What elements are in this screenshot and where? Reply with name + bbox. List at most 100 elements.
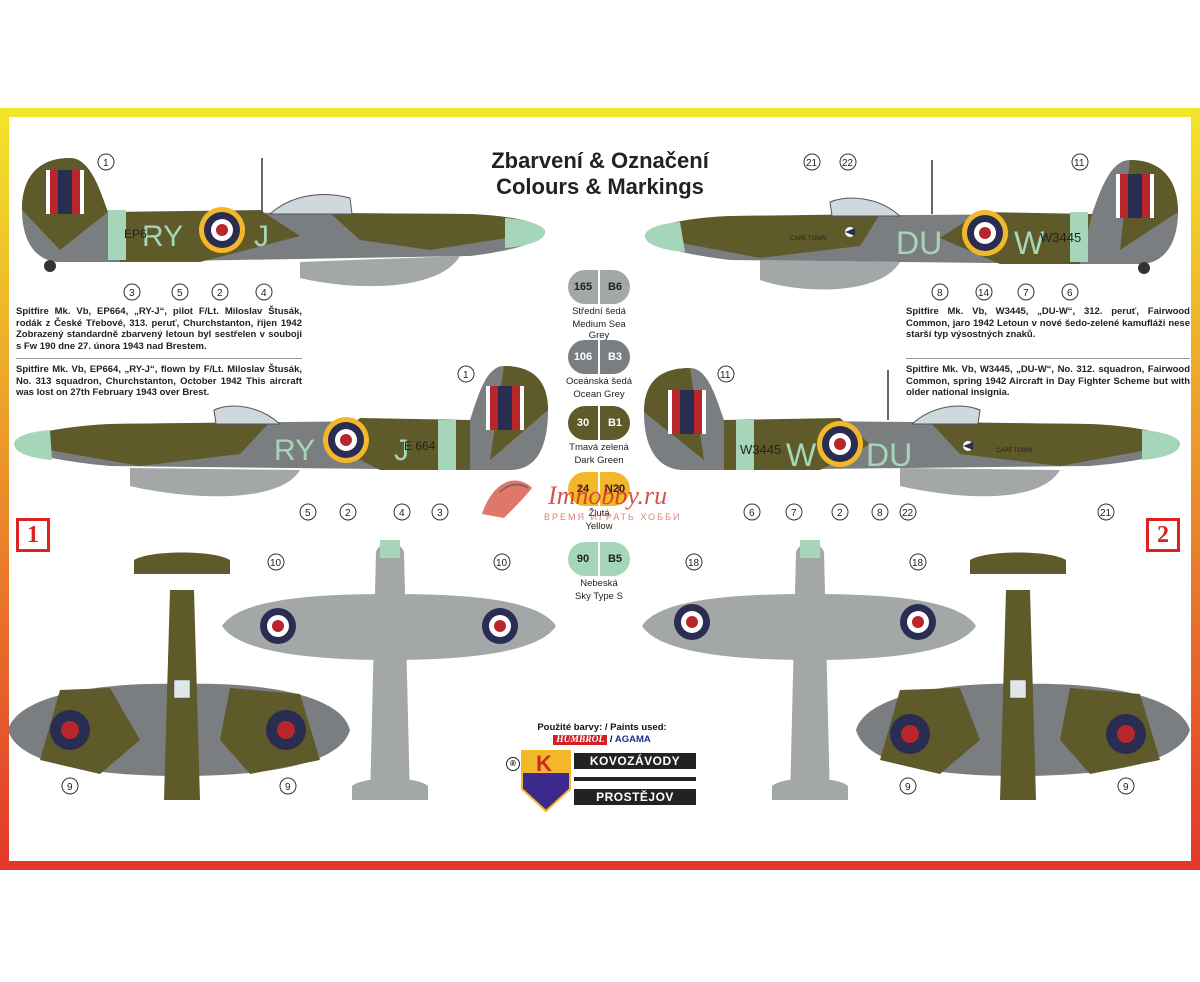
swatch-code-humbrol: 30 [568,406,600,440]
svg-text:5: 5 [305,508,311,519]
swatch-name-english: Medium Sea Grey [572,319,626,341]
svg-text:4: 4 [399,508,405,519]
svg-text:3: 3 [129,288,135,299]
profile-ry-j-starboard: RY J E 664 [14,366,548,497]
swatch-code-humbrol: 90 [568,542,600,576]
kovozavody-text: KOVOZÁVODY [574,753,696,769]
swatch-name-english: Dark Green [574,455,624,466]
svg-text:8: 8 [937,288,943,299]
svg-text:9: 9 [1123,782,1129,793]
serial-mid-right: W3445 [740,442,781,457]
planform-under-right [642,540,976,800]
swatch-code-agama: B1 [607,417,623,429]
divider-right [906,358,1190,359]
imhobby-logo-icon: Imhobby.ru ВРЕМЯ ИГРАТЬ ХОББИ [482,480,681,522]
swatch-name-czech: Nebeská [580,578,618,589]
svg-text:22: 22 [902,508,914,519]
svg-text:10: 10 [270,558,282,569]
svg-text:2: 2 [217,288,223,299]
nose-art-top: CAPE TOWN [790,236,826,242]
code-ry-mid: RY [274,434,315,467]
serial-mid: E 664 [404,439,436,453]
paints-used-label: Použité barvy: / Paints used: [537,722,667,733]
callout-row-mid-left: 1 5 2 4 3 [299,365,475,521]
swatch-name-czech: Tmavá zelená [569,442,629,453]
swatch-code-agama: B6 [607,281,623,293]
watermark-tagline: ВРЕМЯ ИГРАТЬ ХОББИ [544,512,681,522]
code-j-top: J [254,220,269,253]
svg-text:14: 14 [978,288,990,299]
watermark-logo: Imhobby.ru [547,481,667,510]
agama-logo: AGAMA [614,734,651,745]
svg-text:7: 7 [1023,288,1029,299]
serial-top: EP6 [124,227,147,241]
title-english: Colours & Markings [496,174,704,199]
brand-stripe [574,777,696,781]
kovozavody-logo: ® K KOVOZÁVODY PROSTĚJOV [506,749,698,813]
svg-text:1: 1 [463,370,469,381]
paint-brands: HUMBROL / AGAMA [506,734,698,745]
planform-under-left [222,540,556,800]
callout-row-top-left: 1 3 5 2 4 [97,153,273,301]
code-du-mid: DU [866,437,912,473]
scheme-2-description-czech: Spitfire Mk. Vb, W3445, „DU-W“, 312. per… [906,306,1190,340]
svg-text:11: 11 [720,370,731,381]
callout-row-bottom-left: 10 10 9 9 [61,553,511,795]
svg-text:9: 9 [285,782,291,793]
scheme-2-description-english: Spitfire Mk. Vb, W3445, „DU-W“, No. 312.… [906,364,1190,398]
swatch-name-czech: Střední šedá [572,306,626,317]
registered-mark: ® [506,757,520,771]
svg-text:5: 5 [177,288,183,299]
sheet-title: Zbarvení & Označení Colours & Markings [0,148,1200,200]
swatch-code-humbrol: 165 [568,270,600,304]
serial-top-right: W3445 [1040,230,1081,245]
svg-text:4: 4 [261,288,267,299]
svg-text:2: 2 [837,508,843,519]
svg-text:18: 18 [688,558,700,569]
k-shield-icon: K [521,750,571,813]
svg-text:6: 6 [1067,288,1073,299]
svg-text:1: 1 [103,158,109,169]
svg-text:21: 21 [1100,508,1112,519]
profile-du-w-starboard: DU W W3445 CAPE TOWN [645,160,1178,290]
swatch-name-english: Sky Type S [575,591,623,602]
divider-left [16,358,302,359]
scheme-1-badge: 1 [16,518,50,552]
swatch-code-agama: B3 [607,351,623,363]
callout-row-top-right: 21 22 11 8 14 7 6 [803,153,1089,301]
svg-text:6: 6 [749,508,755,519]
sheet-edge-right [1191,108,1200,870]
planform-top-right [856,552,1190,800]
code-ry-top: RY [142,220,183,253]
svg-text:3: 3 [437,508,443,519]
svg-text:21: 21 [806,158,818,169]
brand-block: Použité barvy: / Paints used: HUMBROL / … [506,722,698,813]
swatch-chip: 30 B1 [568,406,630,440]
svg-text:9: 9 [905,782,911,793]
profile-du-w-port: W DU W3445 CAPE TOWN [644,368,1180,497]
scheme-1-description-czech: Spitfire Mk. Vb, EP664, „RY-J“, pilot F/… [16,306,302,352]
humbrol-logo: HUMBROL [553,735,608,745]
nose-art-mid: CAPE TOWN [996,448,1032,454]
swatch-name-czech: Oceánská šedá [566,376,633,387]
swatch-code-agama: N20 [604,483,626,495]
swatch-name-english: Ocean Grey [573,389,625,400]
sheet-edge-left [0,108,9,870]
svg-text:9: 9 [67,782,73,793]
profile-ry-j-port: RY J EP6 [22,158,545,287]
svg-text:8: 8 [877,508,883,519]
svg-text:22: 22 [842,158,854,169]
scheme-2-badge: 2 [1146,518,1180,552]
callout-row-bottom-right: 18 18 9 9 [685,553,1135,795]
code-j-mid: J [394,434,409,467]
code-du-top: DU [896,225,942,261]
title-czech: Zbarvení & Označení [491,148,709,173]
swatch-code-humbrol: 106 [568,340,600,374]
